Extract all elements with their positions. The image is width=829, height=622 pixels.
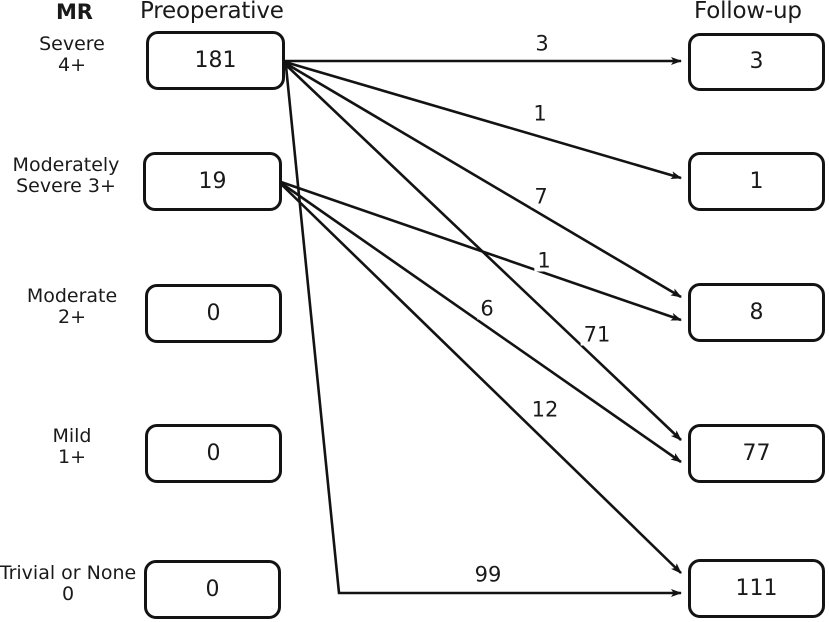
grade-label-severe: Severe 4+ xyxy=(2,33,142,77)
followup-node-mild-value: 77 xyxy=(742,440,771,466)
followup-node-trivial-or-none[interactable]: 111 xyxy=(688,559,825,618)
followup-node-trivial-or-none-value: 111 xyxy=(735,575,778,601)
edge-label-severe-to-moderately-severe: 1 xyxy=(530,103,550,125)
edge-severe-to-moderately-severe xyxy=(284,60,682,180)
preoperative-node-moderate[interactable]: 0 xyxy=(145,284,282,343)
grade-label-moderate: Moderate 2+ xyxy=(2,285,142,329)
edge-label-modsevere-to-trivial: 12 xyxy=(528,399,562,421)
edge-label-modsevere-to-moderate: 1 xyxy=(534,250,554,272)
grade-label-severe-line2: 4+ xyxy=(57,54,86,77)
preoperative-node-trivial-or-none-value: 0 xyxy=(205,576,220,602)
preoperative-node-moderately-severe[interactable]: 19 xyxy=(143,152,282,211)
edge-label-severe-to-moderate: 7 xyxy=(531,186,551,208)
preoperative-node-severe-value: 181 xyxy=(194,47,237,73)
grade-label-trivial-or-none: Trivial or None 0 xyxy=(0,562,138,606)
edge-severe-to-moderate xyxy=(284,61,682,299)
grade-label-severe-line1: Severe xyxy=(39,33,105,55)
followup-node-moderately-severe-value: 1 xyxy=(749,168,764,194)
followup-node-moderate-value: 8 xyxy=(749,299,764,325)
grade-label-mild: Mild 1+ xyxy=(2,425,142,469)
followup-node-moderate[interactable]: 8 xyxy=(688,283,825,342)
edge-label-severe-to-severe: 3 xyxy=(532,33,552,55)
preoperative-node-moderately-severe-value: 19 xyxy=(198,168,227,194)
grade-label-moderate-line2: 2+ xyxy=(57,306,86,329)
edge-label-modsevere-to-mild: 6 xyxy=(477,298,497,320)
followup-column-header: Follow-up xyxy=(694,0,802,24)
preoperative-node-mild[interactable]: 0 xyxy=(145,424,282,483)
edge-modsevere-to-moderate xyxy=(280,180,682,322)
grade-label-moderately-severe: Moderately Severe 3+ xyxy=(0,154,136,198)
followup-node-severe[interactable]: 3 xyxy=(688,33,825,91)
grade-label-moderately-severe-line2: Severe 3+ xyxy=(16,175,116,198)
edge-severe-to-trivial xyxy=(284,65,682,597)
edge-label-severe-to-trivial: 99 xyxy=(471,564,505,586)
grade-label-moderately-severe-line1: Moderately xyxy=(12,154,120,176)
followup-node-severe-value: 3 xyxy=(749,49,764,74)
edge-label-severe-to-mild: 71 xyxy=(580,324,614,346)
grade-label-mild-line2: 1+ xyxy=(57,446,86,469)
preoperative-column-header: Preoperative xyxy=(140,0,284,24)
grade-label-mild-line1: Mild xyxy=(52,425,92,447)
preoperative-node-moderate-value: 0 xyxy=(206,300,221,326)
preoperative-node-mild-value: 0 xyxy=(206,440,221,466)
grade-label-trivial-or-none-line1: Trivial or None xyxy=(0,562,137,584)
edge-modsevere-to-trivial xyxy=(280,183,682,574)
grade-label-trivial-or-none-line2: 0 xyxy=(61,583,75,606)
preoperative-node-trivial-or-none[interactable]: 0 xyxy=(144,560,281,619)
category-header: MR xyxy=(56,0,93,24)
followup-node-mild[interactable]: 77 xyxy=(688,424,825,483)
grade-label-moderate-line1: Moderate xyxy=(26,285,118,307)
followup-node-moderately-severe[interactable]: 1 xyxy=(688,152,825,211)
edge-modsevere-to-mild xyxy=(280,181,682,464)
preoperative-node-severe[interactable]: 181 xyxy=(146,31,285,90)
